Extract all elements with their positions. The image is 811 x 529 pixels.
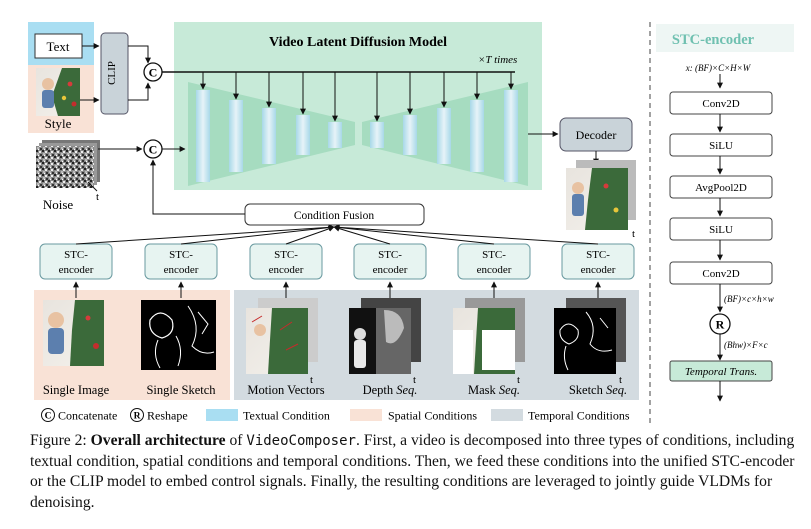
stc-encoder-label-2: encoder [59,264,94,276]
stc-encoder-label-1: STC- [64,249,88,261]
depth-t: t [413,374,416,386]
stc-panel-title: STC-encoder [672,32,755,48]
single-image [43,300,104,366]
condition-label: Motion Vectors [247,383,324,397]
stc-encoder-label-1: STC- [482,249,506,261]
unet-block [229,100,243,172]
condition-label: Mask Seq. [468,383,520,397]
unet-block [196,90,210,182]
stc-encoder-label-2: encoder [373,264,408,276]
architecture-diagram: Text Style t Noise CLIP C C Video Latent… [28,22,794,425]
vldm-title: Video Latent Diffusion Model [269,35,447,50]
legend-concat-symbol: C [45,412,52,422]
unet-block [328,122,342,148]
temporal-trans-box [669,360,773,382]
noise-t-label: t [96,191,99,203]
condition-label: Depth Seq. [363,383,418,397]
temporal-trans-label: Temporal Trans. [685,366,757,378]
stc-layer-box [669,175,773,199]
stc-panel-title-bg [656,24,794,52]
unet-block [470,100,484,172]
stc-shape-after-reshape: (Bhw)×F×c [724,340,768,350]
stc-input-shape: x: (BF)×C×H×W [685,63,752,73]
stc-encoder-label-1: STC- [169,249,193,261]
stc-encoder-label-2: encoder [269,264,304,276]
stc-layer-box [669,217,773,241]
concat-symbol-noise: C [149,143,158,157]
condition-label: Sketch Seq. [569,383,627,397]
style-image [36,68,80,116]
stc-encoder-label-1: STC- [274,249,298,261]
stc-to-fusion-arrow [285,225,335,245]
legend-temporal-label: Temporal Conditions [528,409,630,423]
vldm-times: ×T times [478,54,517,66]
sketch-t: t [619,374,622,386]
caption-prefix: Figure 2: [30,432,91,449]
caption-body: . First, a video is decomposed into thre… [30,432,795,511]
stc-layer-label: SiLU [709,140,733,152]
legend-textual-label: Textual Condition [243,409,330,423]
sketch-sequence [554,298,626,374]
stc-panel-layers: Conv2D SiLU AvgPool2D SiLU Conv2D (BF)×c×h×wR… [669,74,774,402]
unet-block [262,108,276,164]
stc-to-fusion-arrow [75,224,335,245]
concat-symbol-top: C [149,66,158,80]
unet-block [403,115,417,155]
condition-label: Single Image [43,383,110,397]
style-label: Style [45,116,72,131]
stc-shape-after-conv: (BF)×c×h×w [724,294,774,304]
mask-t: t [517,374,520,386]
unet-blocks [196,72,518,182]
stc-layer-box [669,133,773,157]
unet-block [437,108,451,164]
text-input-label: Text [47,39,70,54]
legend: C Concatenate R Reshape Textual Conditio… [41,408,630,423]
depth-sequence [349,298,421,374]
stc-layer-label: Conv2D [702,268,739,280]
reshape-symbol: R [716,318,725,332]
legend-concat-label: Concatenate [58,409,117,423]
stc-to-fusion-arrow [333,224,599,245]
noise-label: Noise [43,197,74,212]
stc-encoder-label-1: STC- [586,249,610,261]
condition-label: Single Sketch [146,383,216,397]
output-video [566,160,636,230]
stc-layer-label: SiLU [709,224,733,236]
stc-encoder-label-2: encoder [581,264,616,276]
stc-to-fusion-arrow [333,224,495,245]
caption-bold: Overall architecture [90,432,226,449]
stc-layer-box [669,91,773,115]
unet-block [504,90,518,182]
motion-vectors [246,298,318,374]
stc-to-fusion-arrow [333,225,391,245]
figure-caption: Figure 2: Overall architecture of VideoC… [30,431,802,513]
clip-label: CLIP [106,61,118,85]
stc-layer-label: AvgPool2D [695,182,747,194]
stc-encoder-label-2: encoder [477,264,512,276]
stc-layer-box [669,261,773,285]
unet-block [370,122,384,148]
unet-block [296,115,310,155]
stc-encoder-label-2: encoder [164,264,199,276]
stc-encoder-label-1: STC- [378,249,402,261]
motion-t: t [310,374,313,386]
condition-labels: Single Image Single Sketch Motion Vectors D… [43,383,627,397]
stc-encoder-row: STC-encoder STC-encoder STC-encoder STC-enc… [39,224,635,298]
stc-to-fusion-arrow [180,224,335,245]
condition-fusion-label: Condition Fusion [294,210,374,222]
clip-box [100,32,129,115]
single-sketch [141,300,216,370]
caption-model-name: VideoComposer [246,433,356,449]
caption-of: of [225,432,247,449]
noise-image [36,140,100,188]
legend-reshape-label: Reshape [147,409,188,423]
text-input-box [34,33,83,59]
legend-spatial-label: Spatial Conditions [388,409,477,423]
decoder-label: Decoder [576,128,617,142]
mask-sequence [453,298,525,374]
output-t-label: t [632,228,635,240]
stc-layer-label: Conv2D [702,98,739,110]
legend-reshape-symbol: R [134,412,141,422]
